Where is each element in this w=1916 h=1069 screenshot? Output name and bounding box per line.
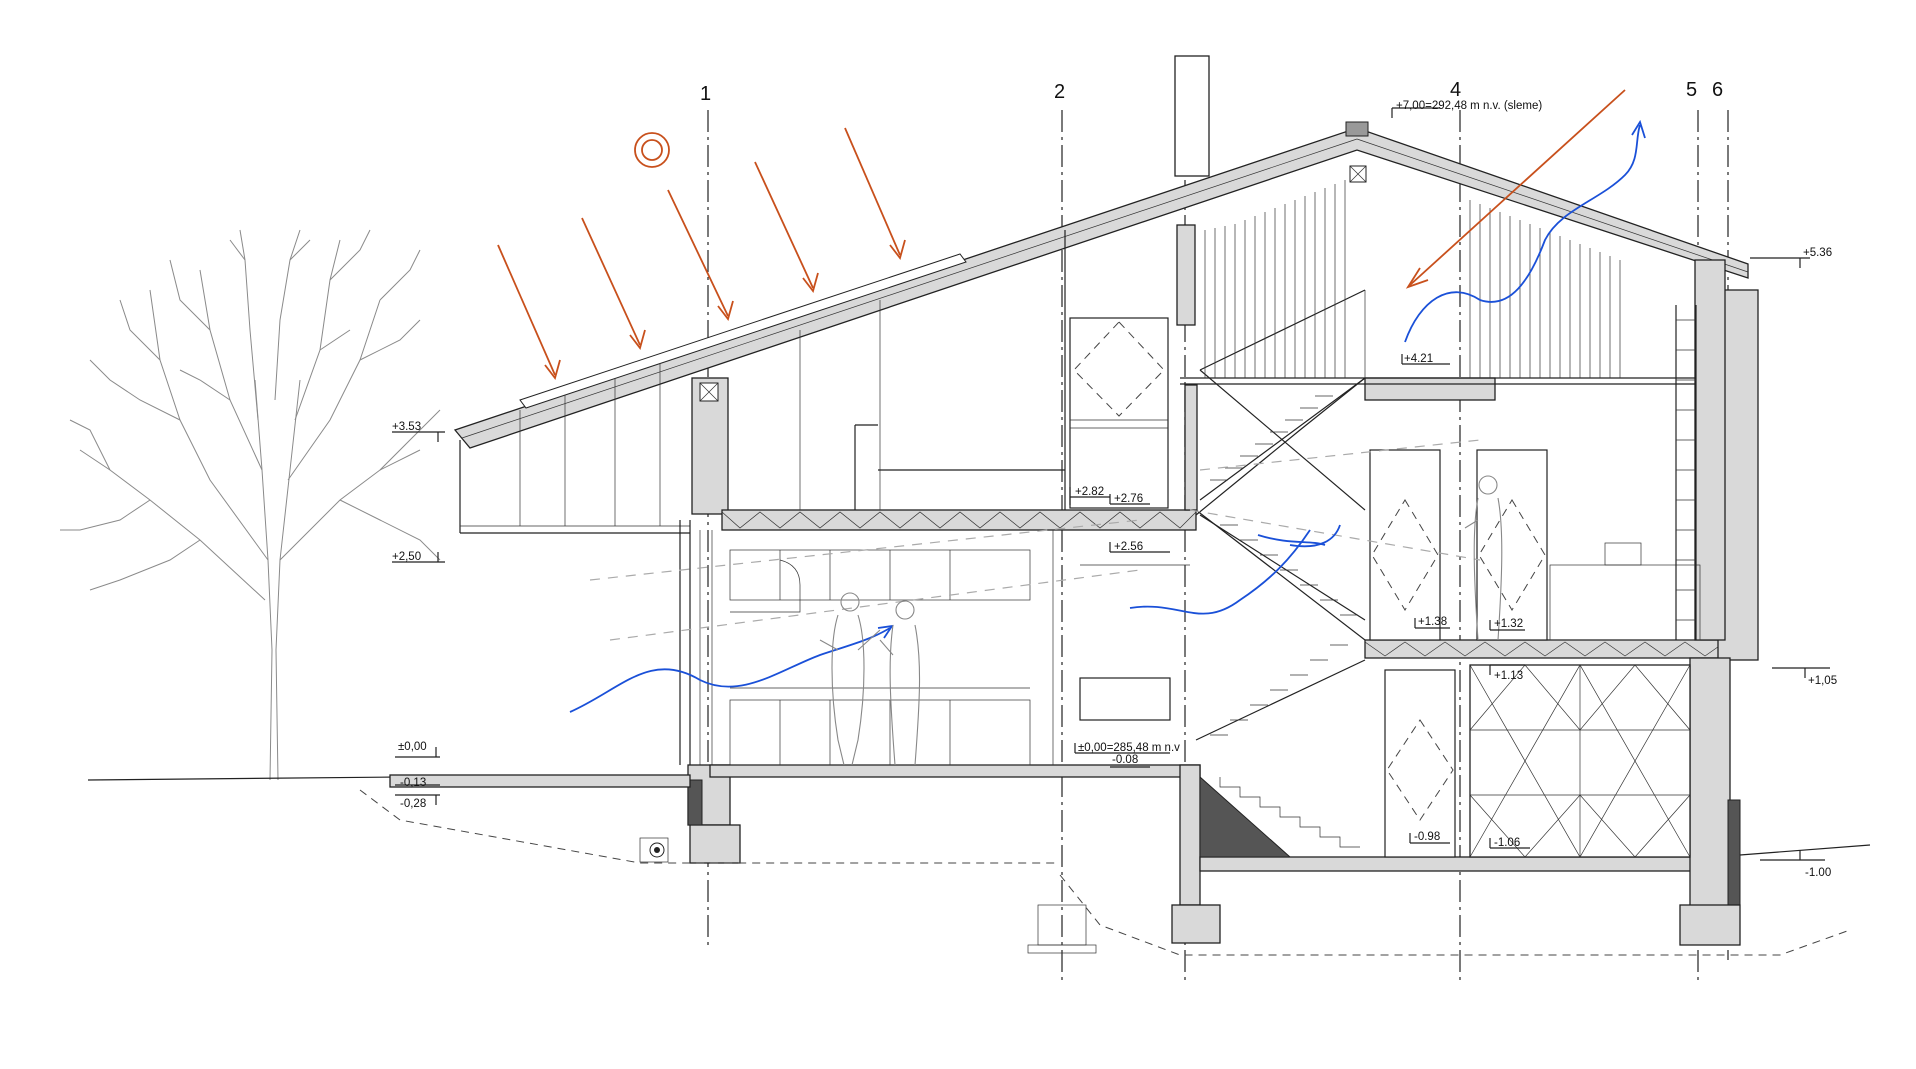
grid-label-5: 5 [1686,79,1697,101]
level-mezz-b: +1.32 [1494,618,1523,630]
roof [453,121,1749,449]
level-mezz-c: +1.13 [1494,670,1523,682]
level-ceiling: +2.56 [1114,541,1143,553]
chimney [1174,55,1210,177]
level-ground-main-b: -0.08 [1112,754,1138,766]
level-terrace-b: -0,28 [400,798,426,810]
level-mezz-a: +1.38 [1418,616,1447,628]
left-canopy [459,363,690,534]
level-right-terrace: +1,05 [1808,675,1837,687]
level-eave-right: +5.36 [1803,247,1832,259]
level-ground-left: ±0,00 [398,741,427,753]
level-lower-a: -0.98 [1414,831,1440,843]
walls [679,224,1759,946]
sun-arrows [497,89,1626,380]
level-upper-a: +2.82 [1075,486,1104,498]
grid-label-6: 6 [1712,79,1723,101]
person-icon [819,475,1503,766]
level-exterior-right: -1.00 [1805,867,1831,879]
grid-label-4: 4 [1450,79,1461,101]
level-upper-b: +2.76 [1114,493,1143,505]
grid-label-2: 2 [1054,81,1065,103]
staircase [1195,289,1366,858]
airflow-arrows [569,119,1646,713]
level-eave-left: +3.53 [392,421,421,433]
solar-panels [519,253,967,409]
level-terrace-a: -0,13 [400,777,426,789]
level-markers: +7,00=292,48 m n.v. (sleme) +5.36 +4.21 … [392,100,1837,879]
interior [729,180,1701,858]
level-lower-b: -1.06 [1494,837,1520,849]
attic-cladding [1204,180,1621,378]
level-ground-main: ±0,00=285,48 m n.v [1078,742,1180,754]
sun-icon [634,132,670,168]
level-canopy: +2,50 [392,551,421,563]
level-ridge: +7,00=292,48 m n.v. (sleme) [1396,100,1542,112]
kitchen [729,549,1031,766]
foundations [359,774,1871,956]
level-gallery: +4.21 [1404,353,1433,365]
gallery-railing [1180,290,1695,385]
tree-icon [60,229,441,781]
grid-label-1: 1 [700,83,711,105]
